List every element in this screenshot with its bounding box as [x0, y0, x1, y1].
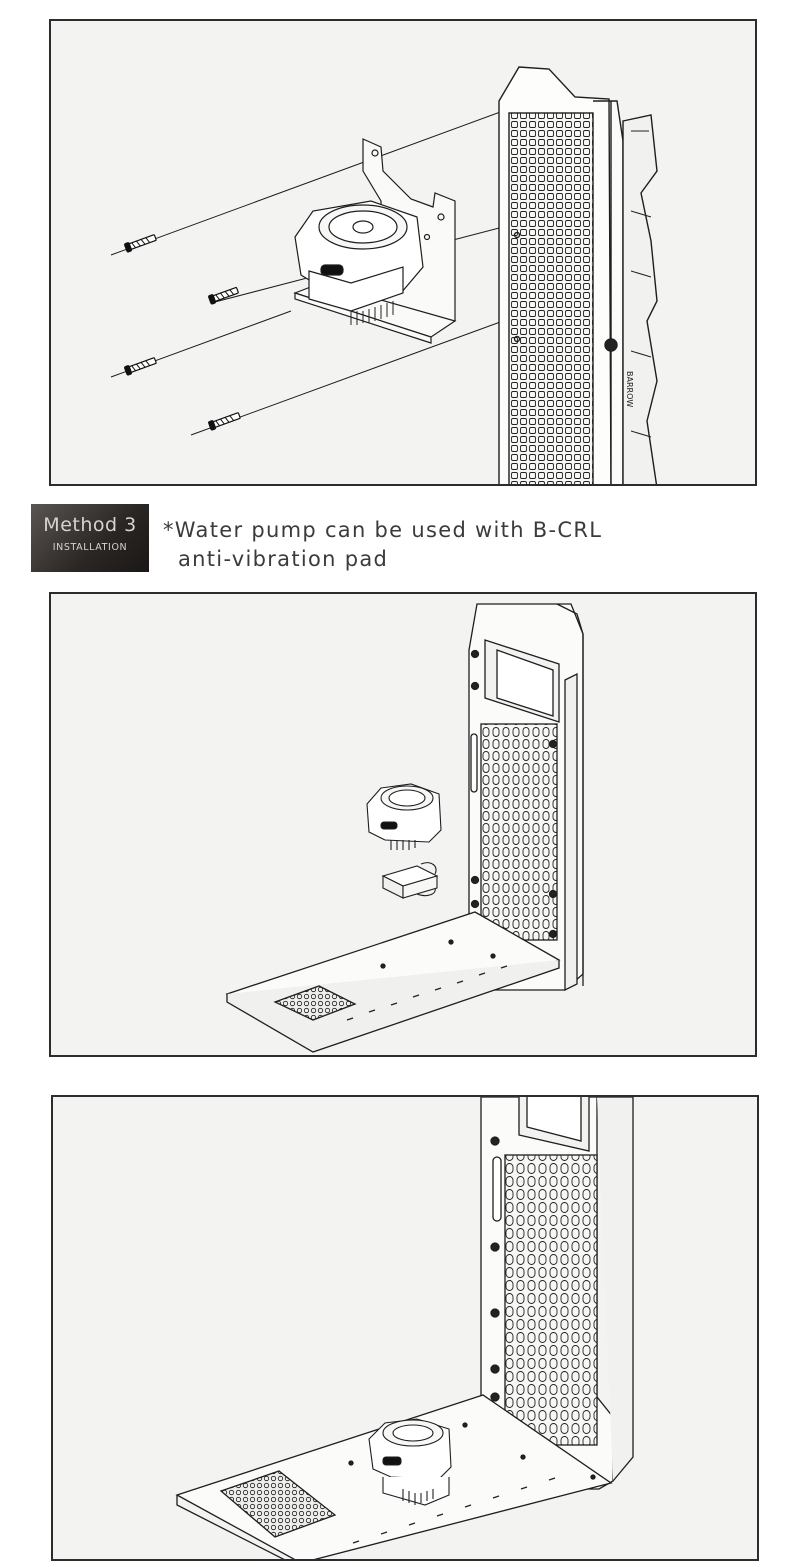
radiator	[498, 66, 658, 484]
screw-icon	[124, 357, 157, 376]
assembled-case-drawing	[175, 1097, 634, 1559]
method-badge: Method 3 INSTALLATION	[31, 504, 149, 572]
exploded-case-drawing	[225, 603, 584, 1053]
case-base-tray	[225, 911, 561, 1053]
screw-icon	[208, 286, 239, 305]
screw-icon	[208, 412, 241, 431]
water-pump	[368, 1418, 452, 1506]
case-back-panel	[480, 1097, 634, 1490]
note-line-1: *Water pump can be used with B-CRL	[163, 518, 603, 542]
note-line-2: anti-vibration pad	[178, 547, 389, 571]
anti-vibration-pad	[381, 862, 439, 899]
water-pump	[294, 200, 424, 325]
illustration-panel-exploded-case	[49, 592, 757, 1057]
illustration-panel-assembled-case	[51, 1095, 759, 1561]
water-pump	[366, 783, 442, 850]
radiator-mount-drawing: BARROW	[110, 66, 658, 484]
method-subtitle: INSTALLATION	[52, 542, 128, 553]
screw-icon	[124, 234, 157, 253]
radiator-brand-label: BARROW	[625, 371, 634, 407]
illustration-panel-radiator-mount: BARROW	[49, 19, 757, 486]
method-title: Method 3	[43, 514, 137, 536]
